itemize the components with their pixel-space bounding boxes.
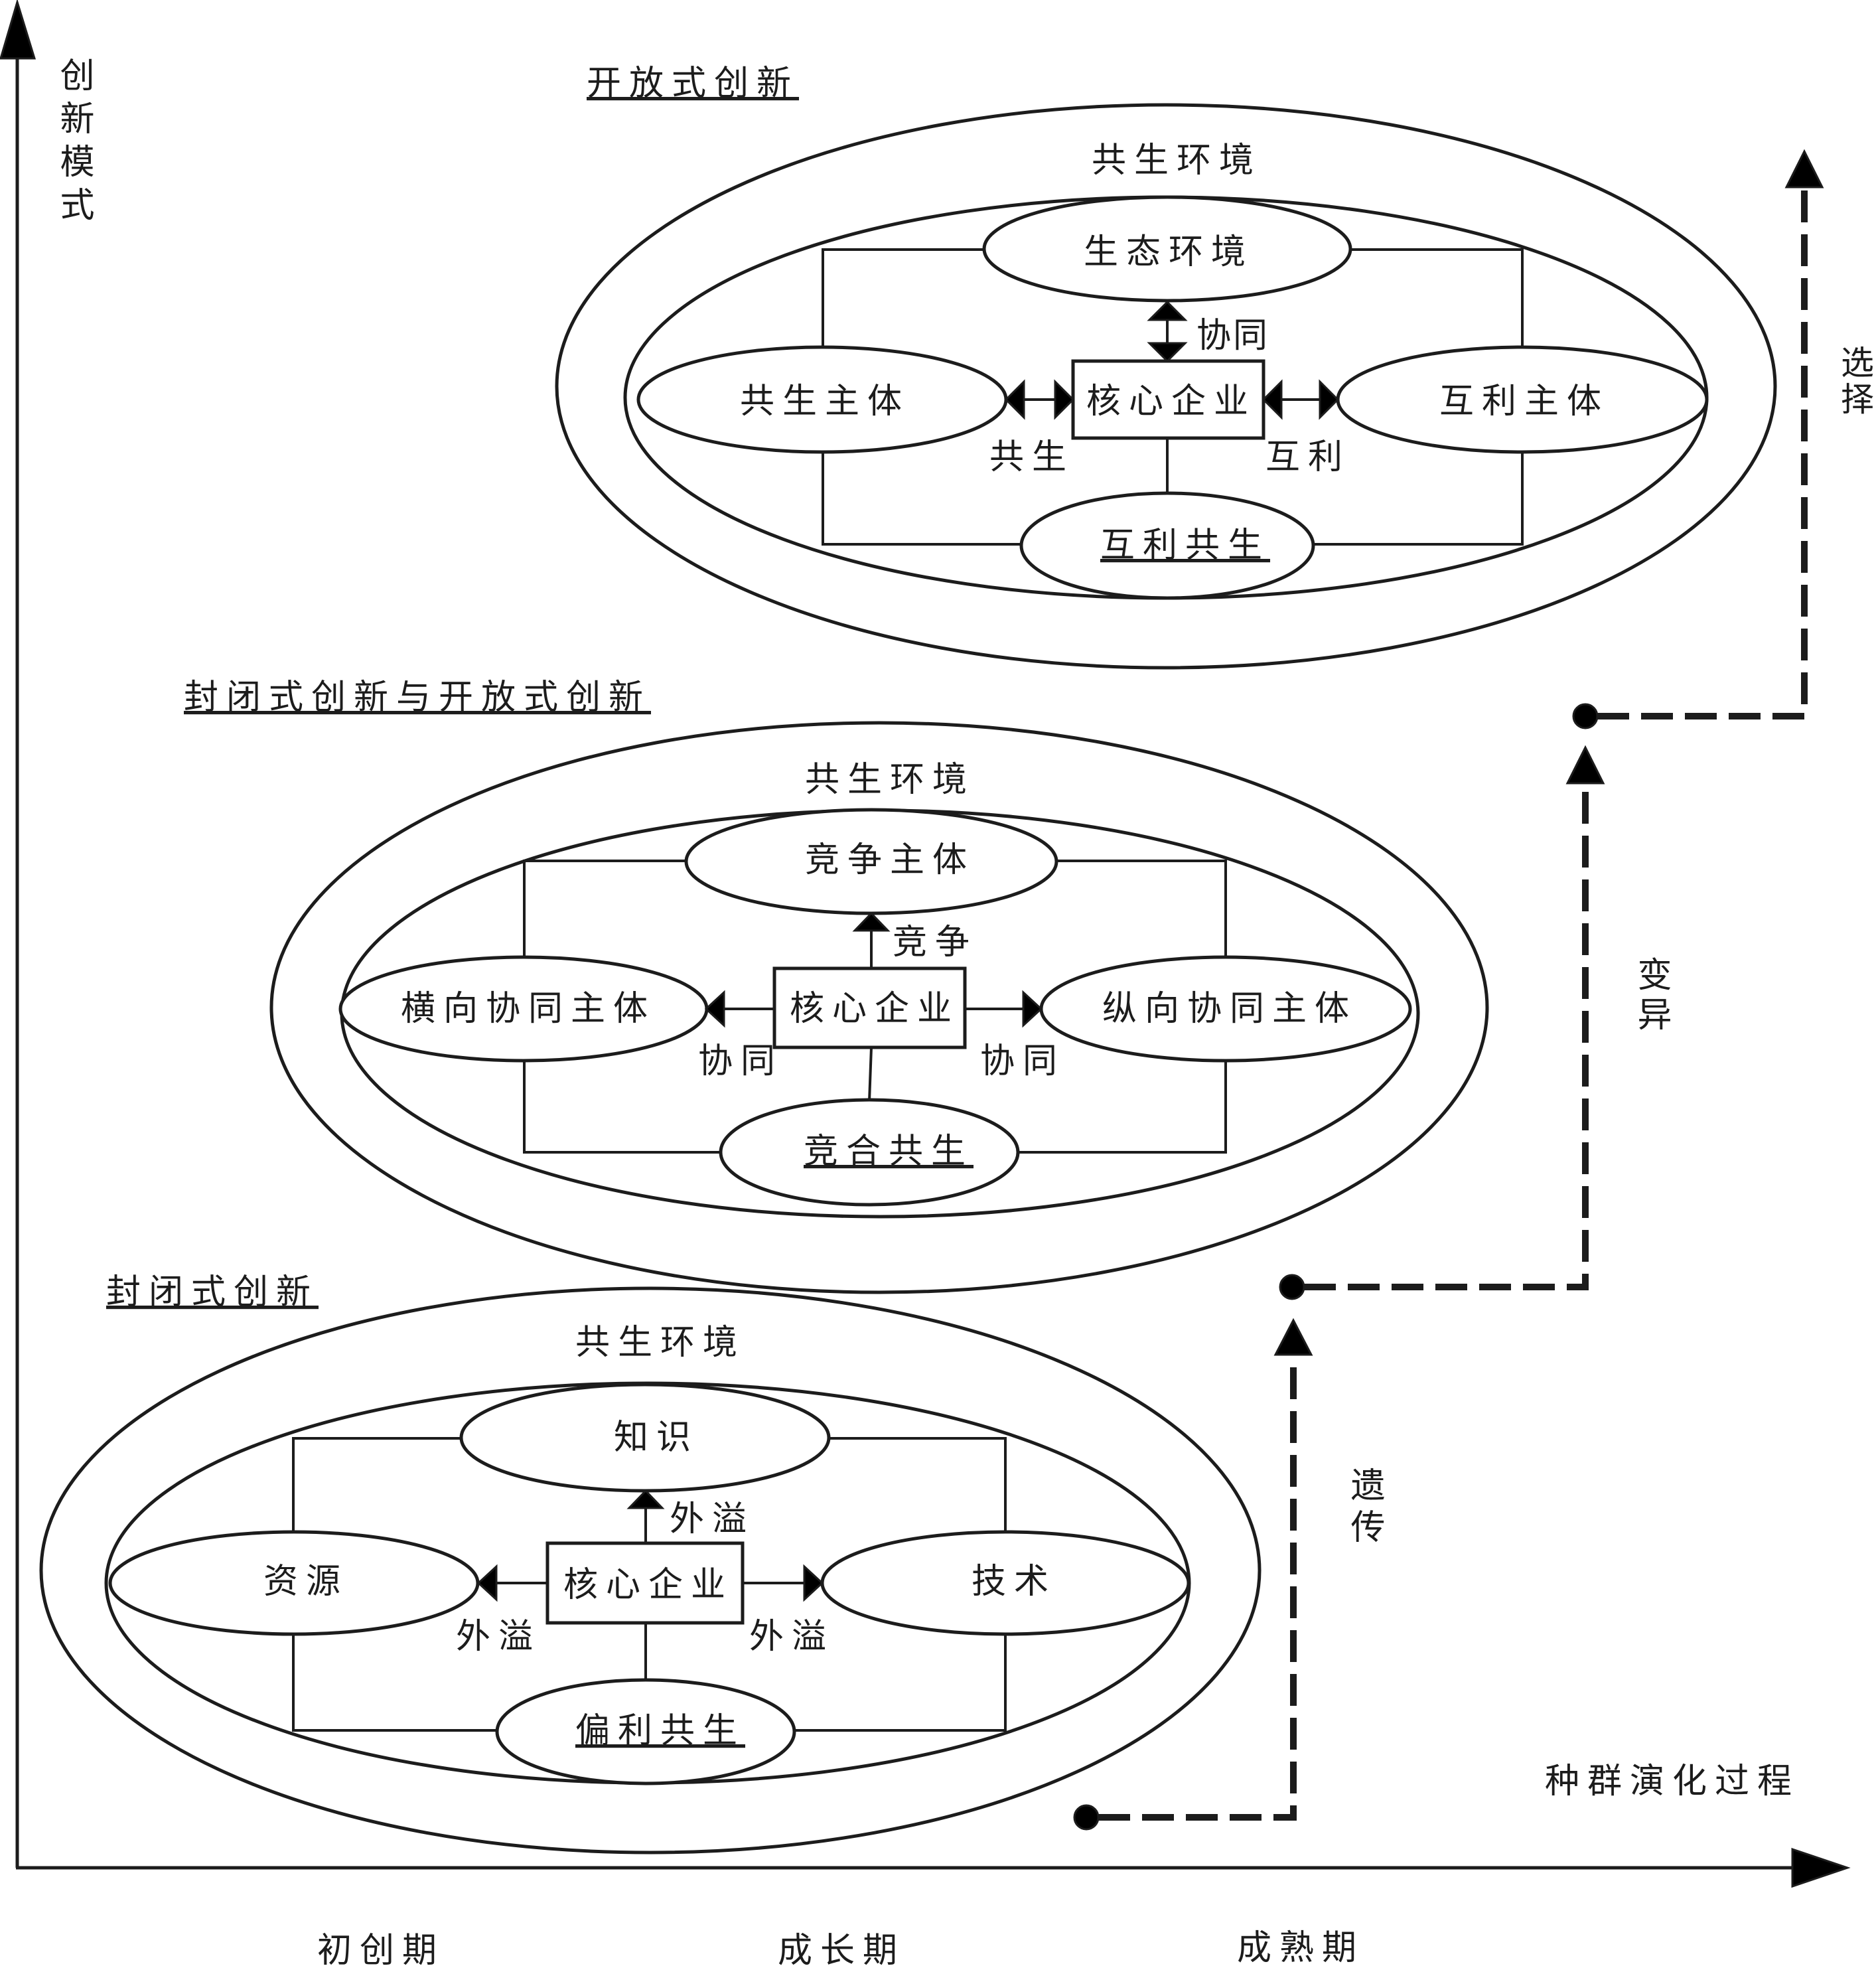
core-enterprise-label: 核心企业 <box>790 989 960 1029</box>
relation-left-label: 共生 <box>989 437 1074 477</box>
node-left-label: 共生主体 <box>740 382 910 421</box>
arrowhead-up-icon <box>1147 300 1188 321</box>
y-axis-label: 创新模式 <box>54 57 94 230</box>
node-right-label: 纵向协同主体 <box>1102 989 1357 1029</box>
core-to-bottom-connector <box>868 1047 873 1102</box>
relation-top-label: 协同 <box>1196 316 1269 356</box>
relation-top-label: 外溢 <box>670 1499 755 1539</box>
node-bottom <box>495 1678 796 1785</box>
arrowhead-up-icon <box>626 1489 665 1509</box>
relation-left-label: 外溢 <box>456 1617 541 1657</box>
stage-label-maturity: 成熟期 <box>1237 1928 1364 1968</box>
mode-closed-innovation: 封闭式创新 共生环境 知识 资源 技术 偏利共生 核心企业 外溢 外溢 外溢 <box>39 1272 1262 1854</box>
relation-right-label: 互利 <box>1265 437 1350 477</box>
arrowhead-left-icon <box>476 1564 498 1602</box>
core-enterprise-box <box>772 966 967 1049</box>
arrowhead-left-icon <box>1004 379 1025 420</box>
node-top-label: 竞争主体 <box>805 840 975 880</box>
evolution-path <box>1073 149 1824 1831</box>
node-right-label: 互利主体 <box>1439 382 1609 421</box>
evolution-step-selection: 选择 <box>1836 345 1874 418</box>
core-enterprise-label: 核心企业 <box>563 1565 733 1605</box>
environment-outer-ring <box>555 103 1777 670</box>
environment-outer-ring <box>269 721 1489 1294</box>
arrowhead-right-icon <box>1054 379 1075 420</box>
path-segment-variation <box>1304 783 1589 1290</box>
arrowhead-right-icon <box>1022 990 1043 1028</box>
environment-label: 共生环境 <box>575 1323 745 1363</box>
y-axis-arrowhead-icon <box>0 0 36 60</box>
mode-title: 封闭式创新 <box>106 1272 319 1312</box>
relation-right-label: 外溢 <box>749 1617 834 1657</box>
path-dot-icon <box>1572 703 1599 729</box>
core-enterprise-label: 核心企业 <box>1086 382 1256 421</box>
node-left-label: 横向协同主体 <box>401 989 656 1029</box>
evolution-step-variation: 变异 <box>1631 956 1671 1036</box>
node-right-label: 技术 <box>972 1562 1056 1602</box>
stage-label-growth: 成长期 <box>778 1931 905 1968</box>
relation-left-label: 协同 <box>698 1041 783 1081</box>
arrowhead-left-icon <box>704 990 725 1028</box>
node-bottom-label: 互利共生 <box>1100 526 1270 566</box>
node-bottom <box>1019 491 1315 600</box>
environment-label: 共生环境 <box>1092 141 1262 181</box>
arrowhead-down-icon <box>1147 342 1188 363</box>
arrowhead-up-icon <box>852 911 891 932</box>
node-top-label: 知识 <box>614 1418 699 1458</box>
relation-top-label: 竞争 <box>893 923 977 962</box>
node-bottom <box>719 1098 1020 1207</box>
mode-title: 开放式创新 <box>587 64 799 104</box>
x-axis-label: 种群演化过程 <box>1545 1762 1800 1801</box>
path-segment-inheritance <box>1098 1355 1297 1821</box>
node-top-label: 生态环境 <box>1084 232 1254 272</box>
mode-open-innovation: 开放式创新 共生环境 生态环境 共生主体 互利主体 互利共生 核心企业 协同 共… <box>555 64 1777 670</box>
mode-title: 封闭式创新与开放式创新 <box>184 678 651 718</box>
path-start-dot-icon <box>1073 1804 1100 1831</box>
mode-hybrid-innovation: 封闭式创新与开放式创新 共生环境 竞争主体 横向协同主体 纵向协同主体 竞合共生… <box>184 678 1489 1294</box>
arrowhead-up-icon <box>1565 745 1605 785</box>
arrowhead-right-icon <box>1319 379 1340 420</box>
arrowhead-up-icon <box>1784 149 1824 189</box>
environment-outer-ring <box>39 1286 1262 1854</box>
stage-label-startup: 初创期 <box>317 1931 445 1968</box>
arrowhead-up-icon <box>1273 1318 1313 1356</box>
node-left-label: 资源 <box>263 1562 348 1602</box>
node-bottom-label: 竞合共生 <box>804 1132 974 1172</box>
node-bottom-label: 偏利共生 <box>575 1711 745 1751</box>
arrowhead-left-icon <box>1262 379 1283 420</box>
path-dot-icon <box>1279 1274 1305 1300</box>
relation-right-label: 协同 <box>980 1041 1065 1081</box>
environment-label: 共生环境 <box>805 760 975 800</box>
path-segment-selection <box>1597 187 1808 719</box>
x-axis-arrowhead-icon <box>1791 1847 1851 1888</box>
evolution-step-inheritance: 遗传 <box>1344 1467 1384 1551</box>
core-enterprise-box <box>545 1541 745 1625</box>
arrowhead-right-icon <box>803 1564 824 1602</box>
